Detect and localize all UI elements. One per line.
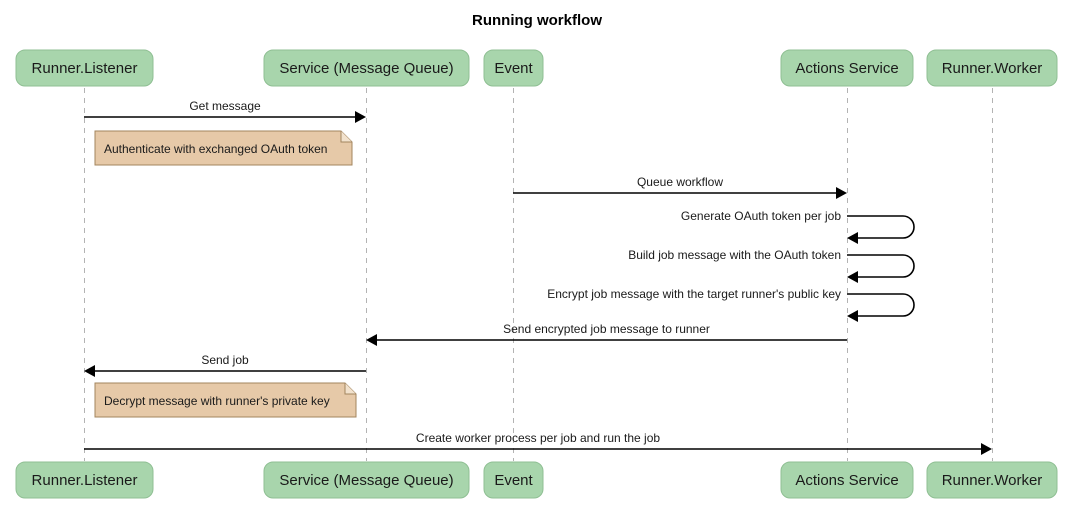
message-queue-workflow: Queue workflow xyxy=(513,175,847,199)
arrowhead xyxy=(847,271,858,283)
message-label: Build job message with the OAuth token xyxy=(628,248,841,262)
message-label: Get message xyxy=(189,99,261,113)
arrowhead xyxy=(355,111,366,123)
header-participants-group: Runner.Listener Service (Message Queue) Ev… xyxy=(15,49,1058,87)
participant-box[interactable] xyxy=(926,461,1058,499)
self-message-line xyxy=(847,254,915,278)
note-body xyxy=(94,382,357,418)
message-label: Queue workflow xyxy=(637,175,723,189)
participant-footer-actions-service[interactable]: Actions Service xyxy=(780,461,914,499)
message-send-job: Send job xyxy=(84,353,366,377)
message-label: Send job xyxy=(201,353,249,367)
participant-box[interactable] xyxy=(15,461,154,499)
message-label: Encrypt job message with the target runn… xyxy=(547,287,841,301)
participant-box[interactable] xyxy=(15,49,154,87)
participant-header-runner-worker[interactable]: Runner.Worker xyxy=(926,49,1058,87)
message-build-job-message-with-the-oauth-token: Build job message with the OAuth token xyxy=(628,248,915,283)
participant-label: Runner.Worker xyxy=(942,472,1043,489)
note-body xyxy=(94,130,353,166)
note-label: Decrypt message with runner's private ke… xyxy=(104,394,330,408)
participant-box[interactable] xyxy=(780,461,914,499)
message-generate-oauth-token-per-job: Generate OAuth token per job xyxy=(681,209,915,244)
participant-label: Runner.Listener xyxy=(32,60,138,77)
participant-header-service-message-queue[interactable]: Service (Message Queue) xyxy=(263,49,470,87)
message-create-worker-process-per-job-and-run-the-job: Create worker process per job and run th… xyxy=(84,431,992,455)
note-note-decrypt: Decrypt message with runner's private ke… xyxy=(94,382,357,418)
participant-label: Event xyxy=(494,472,533,489)
participant-label: Actions Service xyxy=(795,472,898,489)
note-label: Authenticate with exchanged OAuth token xyxy=(104,142,327,156)
participant-footer-service-message-queue[interactable]: Service (Message Queue) xyxy=(263,461,470,499)
message-encrypt-job-message-with-the-target-runners-public-key: Encrypt job message with the target runn… xyxy=(547,287,915,322)
message-label: Send encrypted job message to runner xyxy=(503,322,710,336)
participant-header-actions-service[interactable]: Actions Service xyxy=(780,49,914,87)
arrowhead xyxy=(847,310,858,322)
participant-footer-runner-worker[interactable]: Runner.Worker xyxy=(926,461,1058,499)
participant-label: Service (Message Queue) xyxy=(279,472,453,489)
arrowhead xyxy=(836,187,847,199)
participant-box[interactable] xyxy=(263,49,470,87)
note-note-authenticate: Authenticate with exchanged OAuth token xyxy=(94,130,353,166)
participant-box[interactable] xyxy=(780,49,914,87)
participant-label: Runner.Worker xyxy=(942,60,1043,77)
participant-label: Runner.Listener xyxy=(32,472,138,489)
participant-header-runner-listener[interactable]: Runner.Listener xyxy=(15,49,154,87)
message-label: Create worker process per job and run th… xyxy=(416,431,660,445)
participant-label: Event xyxy=(494,60,533,77)
participant-box[interactable] xyxy=(263,461,470,499)
participant-label: Service (Message Queue) xyxy=(279,60,453,77)
participant-footer-runner-listener[interactable]: Runner.Listener xyxy=(15,461,154,499)
self-message-line xyxy=(847,293,915,317)
note-fold-corner xyxy=(344,383,356,395)
message-get-message: Get message xyxy=(84,99,366,123)
self-message-line xyxy=(847,215,915,239)
arrowhead xyxy=(366,334,377,346)
notes-group: Authenticate with exchanged OAuth tokenD… xyxy=(94,130,357,418)
arrowhead xyxy=(981,443,992,455)
message-send-encrypted-job-message-to-runner: Send encrypted job message to runner xyxy=(366,322,847,346)
participant-label: Actions Service xyxy=(795,60,898,77)
message-label: Generate OAuth token per job xyxy=(681,209,841,223)
participant-box[interactable] xyxy=(483,461,544,499)
arrowhead xyxy=(847,232,858,244)
participant-box[interactable] xyxy=(483,49,544,87)
participant-header-event[interactable]: Event xyxy=(483,49,544,87)
footer-participants-group: Runner.Listener Service (Message Queue) Ev… xyxy=(15,461,1058,499)
participant-footer-event[interactable]: Event xyxy=(483,461,544,499)
participant-box[interactable] xyxy=(926,49,1058,87)
arrowhead xyxy=(84,365,95,377)
diagram-title: Running workflow xyxy=(472,12,602,29)
lifelines-group xyxy=(84,88,993,461)
note-fold-corner xyxy=(340,131,352,143)
